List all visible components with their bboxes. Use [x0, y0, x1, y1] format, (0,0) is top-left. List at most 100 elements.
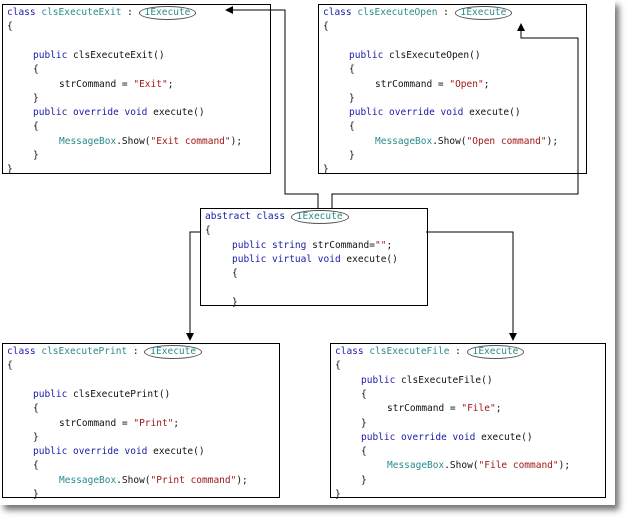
code-token: MessageBox: [59, 135, 117, 147]
code-token: strCommand =: [59, 417, 134, 429]
code-token: public override void: [33, 107, 154, 119]
abstract-class-box: abstract class IExecute{public string st…: [200, 208, 428, 308]
code-line: }: [7, 163, 13, 177]
class-header: class clsExecutePrint : IExecute: [7, 345, 203, 359]
inherit-separator: :: [121, 7, 139, 18]
code-line: public override void execute(): [361, 431, 533, 445]
code-token: "Exit": [133, 78, 168, 90]
interface-ref: IExecute: [138, 6, 197, 20]
code-token: }: [33, 92, 39, 104]
code-token: .Show(: [444, 460, 479, 472]
code-token: public: [349, 49, 390, 61]
code-line: {: [349, 63, 355, 77]
code-token: {: [361, 446, 367, 458]
code-token: "File command": [478, 460, 559, 472]
code-line: MessageBox.Show("Print command");: [59, 474, 248, 488]
code-token: {: [349, 121, 355, 133]
class-keyword: class: [7, 7, 36, 18]
code-token: );: [558, 460, 571, 472]
code-token: "": [375, 239, 387, 251]
code-line: }: [232, 296, 238, 310]
code-token: MessageBox: [387, 460, 445, 472]
class-header: abstract class IExecute: [205, 210, 349, 224]
code-line: {: [7, 359, 13, 373]
code-token: ;: [167, 78, 174, 90]
code-token: {: [335, 360, 341, 372]
code-token: {: [7, 21, 13, 33]
code-token: );: [236, 474, 248, 486]
class-keyword: class: [323, 7, 352, 18]
code-token: }: [33, 431, 39, 443]
code-token: ;: [173, 417, 180, 429]
code-line: }: [33, 149, 39, 163]
code-line: strCommand = "Exit";: [59, 78, 173, 92]
class-header: class clsExecuteOpen : IExecute: [323, 6, 513, 20]
code-line: public clsExecutePrint(): [33, 388, 170, 402]
code-line: }: [361, 474, 367, 488]
code-token: strCommand=: [312, 239, 375, 251]
code-token: "Exit command": [150, 135, 231, 147]
inherit-separator: :: [437, 7, 455, 18]
class-keyword: class: [335, 346, 364, 357]
inherit-separator: :: [449, 346, 467, 357]
code-token: public: [33, 388, 74, 400]
code-token: );: [230, 135, 243, 147]
code-line: public clsExecuteExit(): [33, 49, 165, 63]
code-token: "Print command": [150, 474, 237, 486]
interface-name: IExecute: [472, 346, 519, 357]
code-token: clsExecuteOpen(): [389, 49, 481, 61]
code-token: "File": [461, 403, 496, 415]
interface-name: IExecute: [296, 211, 343, 222]
code-token: {: [7, 360, 13, 372]
code-line: }: [335, 488, 341, 502]
code-token: );: [546, 135, 559, 147]
code-token: execute(): [346, 253, 398, 265]
code-line: }: [33, 92, 39, 106]
class-keyword: class: [7, 346, 36, 357]
class-box-file: class clsExecuteFile : IExecute{public c…: [330, 343, 606, 500]
code-token: {: [205, 225, 211, 237]
code-token: {: [33, 121, 39, 133]
code-line: {: [335, 359, 341, 373]
class-box-print: class clsExecutePrint : IExecute{public …: [2, 343, 280, 500]
code-token: .Show(: [116, 135, 151, 147]
class-box-open: class clsExecuteOpen : IExecute{public c…: [318, 4, 587, 176]
code-token: execute(): [469, 107, 521, 119]
code-token: }: [335, 489, 341, 500]
code-line: MessageBox.Show("File command");: [387, 459, 570, 473]
code-line: public clsExecuteOpen(): [349, 49, 481, 63]
code-token: MessageBox: [59, 474, 117, 486]
code-token: }: [33, 489, 39, 500]
code-line: }: [361, 417, 367, 431]
code-token: public virtual void: [232, 253, 347, 265]
code-token: }: [349, 150, 355, 161]
code-line: }: [33, 488, 39, 502]
class-name: clsExecuteExit: [41, 7, 122, 18]
code-line: public string strCommand="";: [232, 239, 392, 253]
code-token: }: [361, 474, 367, 486]
code-token: {: [33, 64, 39, 76]
code-line: {: [205, 224, 211, 238]
code-line: {: [33, 120, 39, 134]
interface-ref: IExecute: [290, 210, 349, 224]
code-line: {: [361, 388, 367, 402]
code-token: }: [7, 164, 13, 176]
class-header: class clsExecuteExit : IExecute: [7, 6, 197, 20]
code-token: public: [33, 49, 74, 61]
interface-ref: IExecute: [144, 345, 203, 359]
code-line: {: [33, 459, 39, 473]
class-keyword: abstract class: [205, 211, 291, 222]
class-name: clsExecutePrint: [41, 346, 128, 357]
code-token: ;: [386, 239, 393, 251]
code-token: public string: [232, 239, 313, 251]
code-line: public override void execute(): [33, 106, 205, 120]
code-token: }: [323, 164, 329, 176]
code-line: {: [33, 63, 39, 77]
code-token: {: [232, 268, 238, 280]
code-line: {: [232, 267, 238, 281]
code-line: public virtual void execute(): [232, 253, 398, 267]
code-token: {: [349, 64, 355, 76]
code-line: }: [349, 149, 355, 163]
code-token: execute(): [481, 431, 533, 443]
code-line: strCommand = "Open";: [375, 78, 489, 92]
